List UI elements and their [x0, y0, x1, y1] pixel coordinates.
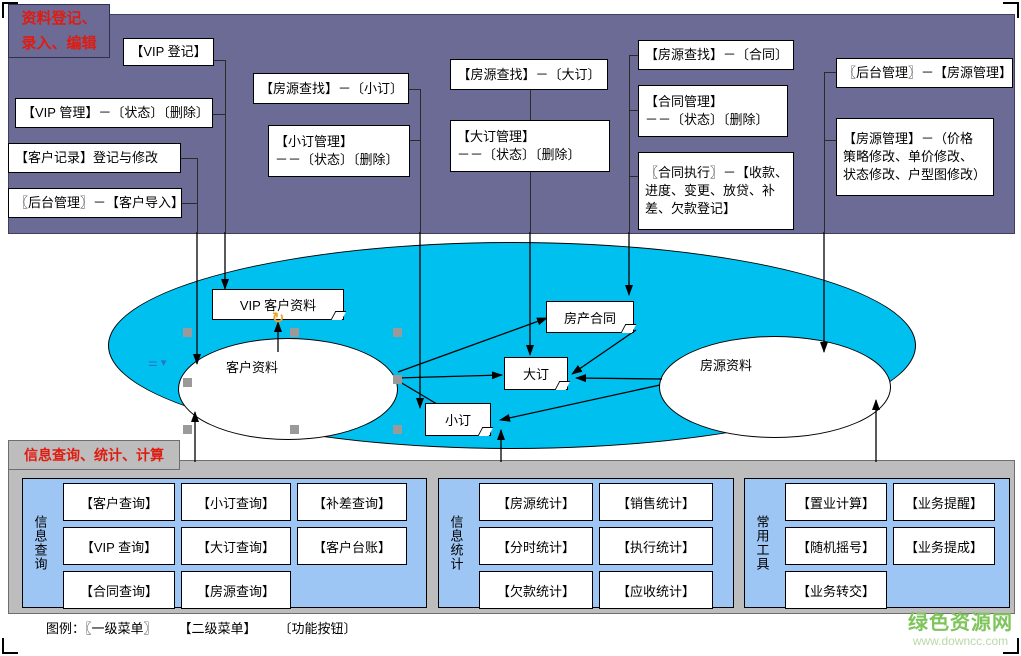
selection-handle-right-mid[interactable]: [393, 375, 402, 384]
button-business-reminder[interactable]: 【业务提醒】: [893, 483, 995, 521]
section-title-line-2: 录入、编辑: [21, 35, 97, 52]
button-house-stats[interactable]: 【房源统计】: [479, 483, 593, 521]
connector-contract-h3: [629, 176, 639, 177]
menu-box-vip-register[interactable]: 【VIP 登记】: [123, 38, 214, 66]
connector-small-order-vertical: [420, 89, 421, 232]
selection-handle-bottom-left[interactable]: [290, 425, 299, 434]
button-small-order-query[interactable]: 【小订查询】: [181, 483, 291, 521]
group-common-tools: 常用工具 【置业计算】 【业务提醒】 【随机摇号】 【业务提成】 【业务转交】: [744, 478, 1010, 609]
group-info-stats: 信息统计 【房源统计】 【销售统计】 【分时统计】 【执行统计】 【欠款统计】 …: [438, 478, 734, 609]
group-label-common-tools: 常用工具: [754, 515, 770, 571]
button-random-lottery[interactable]: 【随机摇号】: [785, 527, 887, 565]
connector-vip-h2: [212, 114, 226, 115]
watermark-site-name: 绿色资源网: [908, 612, 1013, 634]
button-customer-query[interactable]: 【客户查询】: [63, 483, 175, 521]
ellipse-customer-data[interactable]: [178, 338, 398, 440]
button-contract-query[interactable]: 【合同查询】: [63, 571, 175, 609]
connector-customer-vertical: [197, 158, 198, 232]
connector-vip-vertical: [225, 60, 226, 232]
menu-box-big-order-manage[interactable]: 【大订管理】 －－〔状态〕〔删除〕: [450, 120, 610, 172]
button-execution-stats[interactable]: 【执行统计】: [599, 527, 713, 565]
section-title-data-entry: 资料登记、 录入、编辑: [8, 4, 110, 58]
menu-box-house-find-big-order[interactable]: 【房源查找】－〔大订〕: [450, 59, 608, 90]
legend: 图例：〖一级菜单〗 【二级菜单】 〔功能按钮〕: [46, 618, 357, 637]
tools-empty-cell: [893, 571, 995, 609]
menu-box-house-find-contract[interactable]: 【房源查找】－〔合同〕: [638, 40, 794, 70]
menu-box-contract-execution[interactable]: 〖合同执行〗－【收款、 进度、变更、放贷、补 差、欠款登记】: [638, 152, 794, 230]
label-house-data: 房源资料: [700, 358, 753, 373]
menu-box-contract-manage[interactable]: 【合同管理】 －－〔状态〕〔删除〕: [638, 85, 788, 137]
menu-box-backend-house-manage[interactable]: 〖后台管理〗－【房源管理】: [836, 58, 1013, 88]
legend-button: 〔功能按钮〕: [278, 621, 357, 636]
selection-handle-left-bottom[interactable]: [183, 425, 192, 434]
button-difference-query[interactable]: 【补差查询】: [297, 483, 407, 521]
rotation-handle-icon[interactable]: ↻: [271, 310, 285, 327]
button-big-order-query[interactable]: 【大订查询】: [181, 527, 291, 565]
connector-house-h1: [824, 72, 836, 73]
crop-mark-top-left: [2, 2, 18, 18]
connector-customer-h2: [181, 203, 198, 204]
button-business-commission[interactable]: 【业务提成】: [893, 527, 995, 565]
connector-contract-vertical: [629, 55, 630, 232]
group-info-query: 信息查询 【客户查询】 【小订查询】 【补差查询】 【VIP 查询】 【大订查询…: [22, 478, 427, 609]
button-business-transfer[interactable]: 【业务转交】: [785, 571, 887, 609]
crop-mark-bottom-right: [1003, 638, 1019, 654]
connector-customer-h1: [181, 158, 198, 159]
note-big-order[interactable]: 大订: [504, 357, 571, 390]
note-vip-customer-data[interactable]: VIP 客户资料: [212, 289, 347, 320]
connector-contract-h1: [629, 55, 639, 56]
legend-prefix: 图例：: [46, 621, 86, 636]
query-empty-cell: [297, 571, 407, 609]
button-time-slot-stats[interactable]: 【分时统计】: [479, 527, 593, 565]
menu-box-small-order-manage[interactable]: 【小订管理】 －－〔状态〕〔删除〕: [268, 125, 410, 177]
button-customer-ledger[interactable]: 【客户台账】: [297, 527, 407, 565]
connector-house-h2: [824, 140, 836, 141]
connector-house-vertical: [824, 72, 825, 232]
group-grid-info-query: 【客户查询】 【小订查询】 【补差查询】 【VIP 查询】 【大订查询】 【客户…: [57, 479, 426, 609]
connector-small-order-h1: [408, 89, 421, 90]
menu-box-house-manage[interactable]: 【房源管理】－（价格 策略修改、单价修改、 状态修改、户型图修改）: [836, 118, 994, 196]
watermark-url: www.downcc.com: [912, 634, 1009, 648]
crop-mark-bottom-left: [2, 638, 18, 654]
connector-vip-h1: [212, 60, 226, 61]
group-grid-common-tools: 【置业计算】 【业务提醒】 【随机摇号】 【业务提成】 【业务转交】: [779, 479, 1009, 609]
ellipse-house-data[interactable]: [659, 336, 891, 438]
button-property-calculator[interactable]: 【置业计算】: [785, 483, 887, 521]
align-objects-icon[interactable]: ⚌ ▾: [148, 357, 167, 369]
section-title-line-1: 资料登记、: [21, 10, 97, 27]
watermark: 绿色资源网 www.downcc.com: [908, 612, 1013, 648]
menu-box-house-find-small-order[interactable]: 【房源查找】－〔小订〕: [253, 73, 409, 104]
menu-box-backend-customer-import[interactable]: 〖后台管理〗－【客户导入】: [8, 188, 184, 218]
selection-handle-left-top[interactable]: [183, 328, 192, 337]
group-label-info-stats: 信息统计: [448, 515, 464, 571]
section-title-query-stats: 信息查询、统计、计算: [8, 440, 180, 470]
button-house-query[interactable]: 【房源查询】: [181, 571, 291, 609]
button-sales-stats[interactable]: 【销售统计】: [599, 483, 713, 521]
button-receivable-stats[interactable]: 【应收统计】: [599, 571, 713, 609]
group-grid-info-stats: 【房源统计】 【销售统计】 【分时统计】 【执行统计】 【欠款统计】 【应收统计…: [473, 479, 733, 609]
connector-contract-h2: [629, 110, 639, 111]
connector-small-order-h2: [408, 140, 421, 141]
button-vip-query[interactable]: 【VIP 查询】: [63, 527, 175, 565]
note-property-contract[interactable]: 房产合同: [546, 301, 637, 333]
selection-handle-top-left[interactable]: [290, 328, 299, 337]
selection-handle-top-right[interactable]: [393, 328, 402, 337]
legend-level1: 〖一级菜单〗: [85, 621, 157, 636]
label-customer-data: 客户资料: [226, 360, 279, 375]
legend-level2: 【二级菜单】: [178, 621, 257, 636]
note-small-order[interactable]: 小订: [425, 403, 494, 436]
crop-mark-top-right: [1003, 2, 1019, 18]
group-label-info-query: 信息查询: [32, 515, 48, 571]
menu-box-vip-manage[interactable]: 【VIP 管理】－〔状态〕〔删除〕: [15, 98, 213, 128]
menu-box-customer-record[interactable]: 【客户记录】登记与修改: [8, 143, 181, 173]
button-arrears-stats[interactable]: 【欠款统计】: [479, 571, 593, 609]
selection-handle-bottom-right[interactable]: [393, 425, 402, 434]
selection-handle-left-mid[interactable]: [183, 378, 192, 387]
